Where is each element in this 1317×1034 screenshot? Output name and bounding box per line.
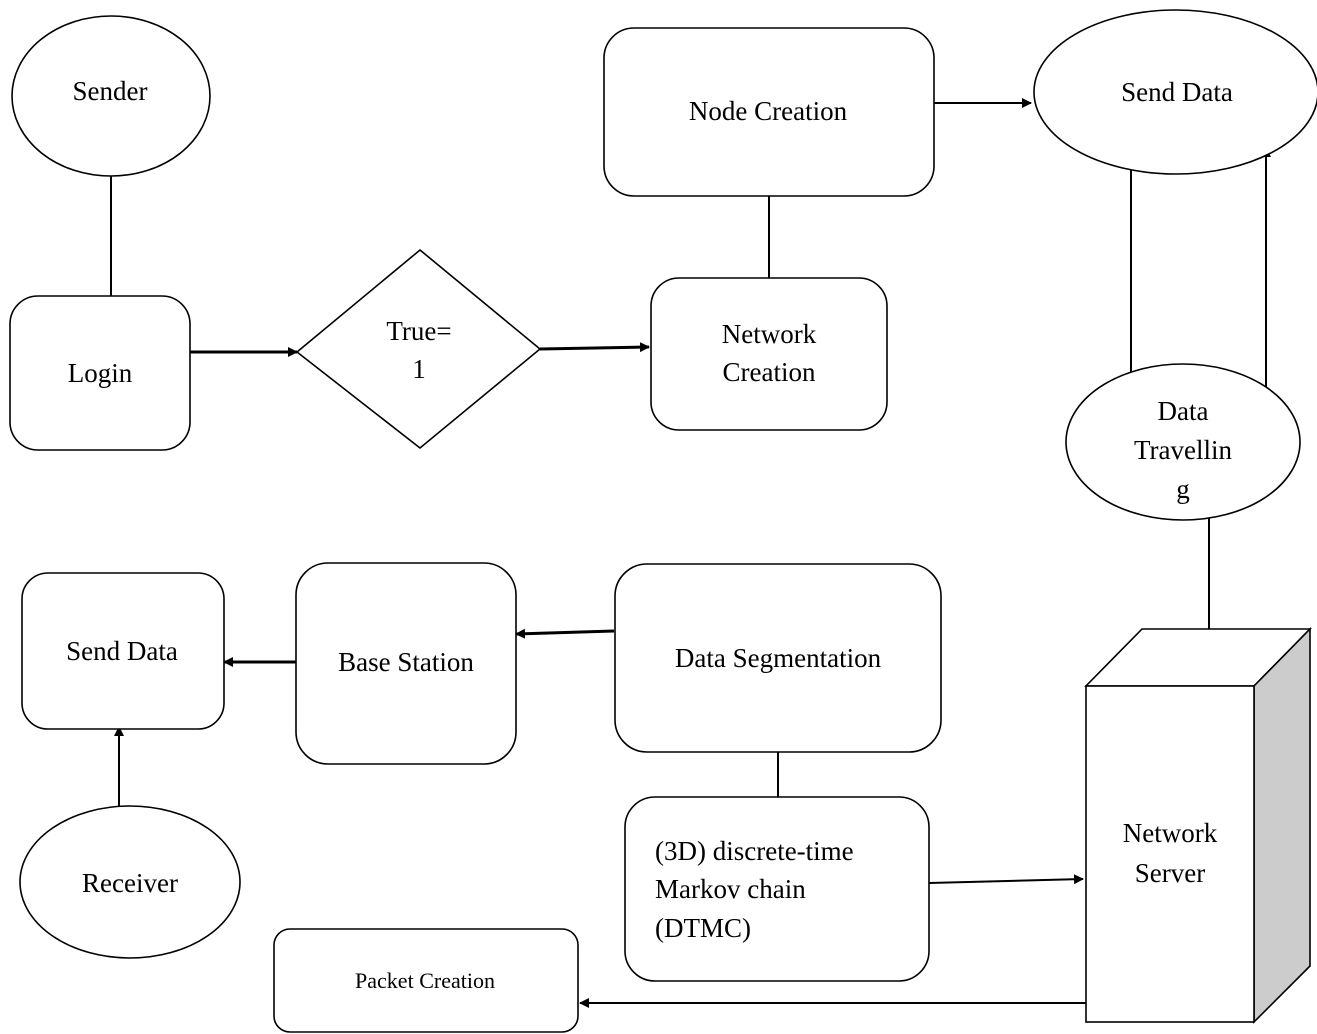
edge-dtmc-network-server: [928, 874, 1084, 885]
data-segmentation-label: Data Segmentation: [675, 643, 882, 673]
base-station-node: Base Station: [295, 562, 517, 765]
sender-label: Sender: [73, 76, 148, 106]
dtmc-label-line2: Markov chain: [655, 874, 806, 904]
decision-node: True= 1: [295, 248, 542, 450]
dtmc-node: (3D) discrete-time Markov chain (DTMC): [624, 796, 930, 982]
sender-node: Sender: [11, 15, 211, 177]
send-data-top-label: Send Data: [1121, 77, 1233, 107]
network-server-label-line1: Network: [1123, 818, 1218, 848]
edge-decision-network-creation: [539, 342, 650, 353]
network-creation-node: Network Creation: [650, 277, 888, 431]
network-server-node: Network Server: [1084, 627, 1312, 1024]
decision-label-line2: 1: [412, 354, 426, 384]
network-creation-label-line1: Network: [722, 319, 817, 349]
data-segmentation-node: Data Segmentation: [614, 563, 942, 753]
edge-segmentation-base-station: [515, 628, 615, 639]
base-station-label: Base Station: [338, 647, 474, 677]
data-travelling-label-line3: g: [1176, 474, 1190, 504]
packet-creation-label: Packet Creation: [355, 968, 495, 993]
receiver-label: Receiver: [82, 868, 178, 898]
node-creation-node: Node Creation: [603, 27, 935, 197]
login-label: Login: [68, 358, 133, 388]
node-creation-label: Node Creation: [689, 96, 848, 126]
dtmc-label-line3: (DTMC): [655, 913, 751, 943]
send-data-bottom-label: Send Data: [66, 636, 178, 666]
network-creation-label-line2: Creation: [723, 357, 816, 387]
send-data-top-node: Send Data: [1033, 9, 1317, 175]
send-data-bottom-node: Send Data: [21, 572, 225, 730]
network-server-label-line2: Server: [1135, 858, 1205, 888]
packet-creation-node: Packet Creation: [273, 928, 579, 1033]
data-travelling-label-line2: Travellin: [1134, 435, 1233, 465]
data-travelling-node: Data Travellin g: [1065, 363, 1301, 521]
login-node: Login: [9, 295, 191, 451]
decision-label-line1: True=: [386, 316, 451, 346]
receiver-node: Receiver: [19, 805, 241, 959]
data-travelling-label-line1: Data: [1158, 396, 1209, 426]
dtmc-label-line1: (3D) discrete-time: [655, 836, 854, 866]
